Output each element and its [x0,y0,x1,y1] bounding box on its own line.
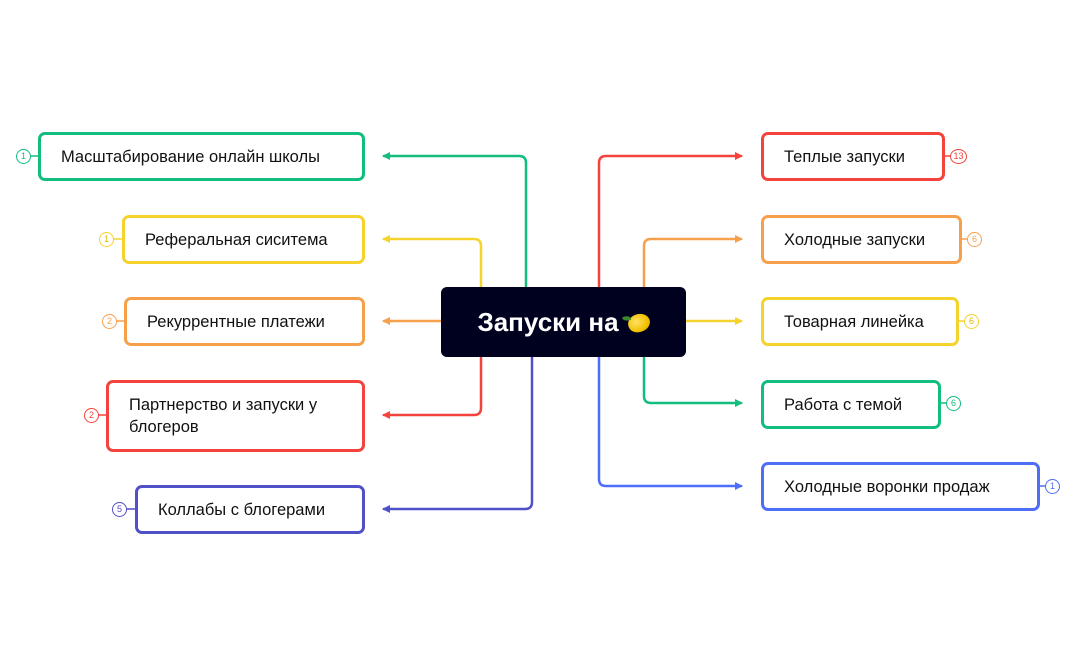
subtopic-count-badge[interactable]: 1 [99,232,114,247]
connector-green-left [382,152,528,289]
topic-label: Холодные воронки продаж [784,477,990,496]
subtopic-count-badge[interactable]: 1 [1045,479,1060,494]
topic-node-cold-funnels[interactable]: Холодные воронки продаж [761,462,1040,511]
topic-node-product-line[interactable]: Товарная линейка [761,297,959,346]
subtopic-count-badge[interactable]: 6 [964,314,979,329]
topic-label: Холодные запуски [784,230,926,249]
lemon-icon [625,310,652,336]
connector-green-right [642,355,743,407]
subtopic-count-badge[interactable]: 13 [950,149,967,164]
connector-blue-right [597,355,743,490]
connector-indigo-left [382,355,534,513]
topic-label: Теплые запуски [784,147,905,166]
topic-node-referral[interactable]: Реферальная сиситема [122,215,365,264]
topic-label: Реферальная сиситема [145,230,328,249]
subtopic-count-badge[interactable]: 5 [112,502,127,517]
subtopic-count-badge[interactable]: 1 [16,149,31,164]
subtopic-count-badge[interactable]: 6 [946,396,961,411]
connector-yellow-left [382,235,483,289]
central-topic[interactable]: Запуски на [441,287,686,357]
connector-orange-right [642,235,743,289]
connector-red-right [597,152,743,289]
subtopic-count-badge[interactable]: 6 [967,232,982,247]
topic-label: Работа с темой [784,395,903,414]
topic-label: Рекуррентные платежи [147,312,325,331]
topic-node-recurring-payments[interactable]: Рекуррентные платежи [124,297,365,346]
topic-label: Масштабирование онлайн школы [61,147,320,166]
topic-label: Партнерство и запуски у блогеров [129,396,318,436]
subtopic-count-badge[interactable]: 2 [102,314,117,329]
topic-node-scaling[interactable]: Масштабирование онлайн школы [38,132,365,181]
topic-label: Товарная линейка [784,312,924,331]
topic-label: Коллабы с блогерами [158,500,326,519]
central-topic-label: Запуски на [477,306,619,337]
connector-red-left [382,355,483,419]
topic-node-cold-launches[interactable]: Холодные запуски [761,215,962,264]
subtopic-count-badge[interactable]: 2 [84,408,99,423]
topic-node-collabs[interactable]: Коллабы с блогерами [135,485,365,534]
topic-node-topic-work[interactable]: Работа с темой [761,380,941,429]
topic-node-partnership[interactable]: Партнерство и запуски у блогеров [106,380,365,452]
topic-node-warm-launches[interactable]: Теплые запуски [761,132,945,181]
